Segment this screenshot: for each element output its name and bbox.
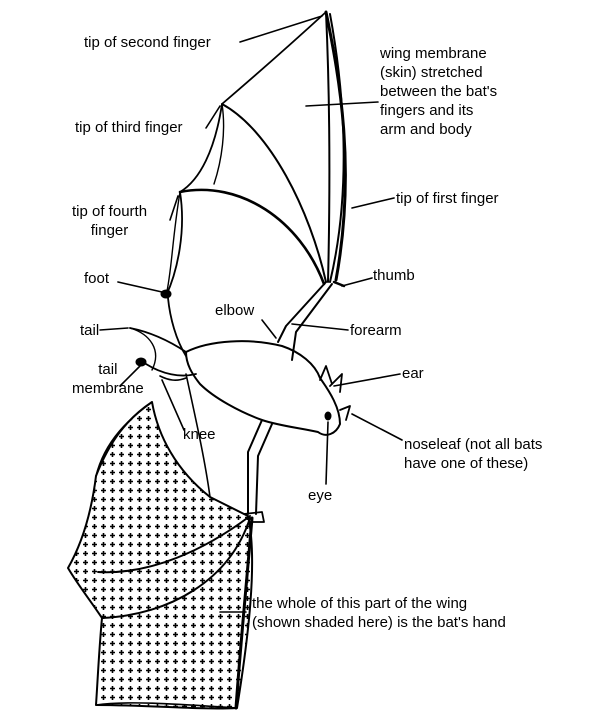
leader-thumb xyxy=(341,277,373,287)
leader-forearm xyxy=(291,323,349,331)
label-elbow: elbow xyxy=(215,302,255,319)
first-finger xyxy=(329,13,345,283)
label-tail-membrane: tail membrane xyxy=(72,360,144,398)
bat-body xyxy=(185,340,341,436)
label-hand-note-line2: (shown shaded here) is the bat's hand xyxy=(252,614,506,631)
label-tip-first-finger: tip of first finger xyxy=(396,190,499,207)
label-wing-membrane: wing membrane (skin) stretched between t… xyxy=(380,44,497,139)
label-noseleaf-line2: have one of these) xyxy=(404,455,529,472)
label-wing-membrane-line1: wing membrane xyxy=(380,45,487,62)
bat-ear-2 xyxy=(329,373,343,393)
second-finger xyxy=(325,11,331,283)
label-tail: tail xyxy=(80,322,100,339)
label-tip-second-finger: tip of second finger xyxy=(84,34,211,51)
label-forearm: forearm xyxy=(350,322,402,339)
forearm-bone xyxy=(277,281,327,343)
lower-wing-finger-a xyxy=(97,515,251,574)
leader-knee xyxy=(161,379,185,431)
label-foot: foot xyxy=(84,270,110,287)
label-wing-membrane-line4: fingers and its xyxy=(380,102,474,119)
leader-tail-membrane xyxy=(119,365,141,387)
lower-arm-bone-b xyxy=(255,423,273,515)
leader-elbow xyxy=(261,319,277,339)
label-wing-membrane-line2: (skin) stretched xyxy=(380,64,483,81)
label-noseleaf: noseleaf (not all bats have one of these… xyxy=(404,435,542,473)
lower-wing-edge xyxy=(95,702,238,709)
label-wing-membrane-line3: between the bat's xyxy=(380,83,498,100)
label-knee: knee xyxy=(183,426,216,443)
upper-wing-trailing-edge xyxy=(165,11,327,297)
label-hand-note: the whole of this part of the wing (show… xyxy=(252,594,506,632)
bat-eye xyxy=(324,411,332,421)
label-tail-membrane-line1: tail xyxy=(98,361,118,378)
fourth-finger xyxy=(178,188,326,286)
label-noseleaf-line1: noseleaf (not all bats xyxy=(404,436,543,453)
bat-tail-foot xyxy=(135,357,147,367)
lower-wing-finger-c xyxy=(234,516,254,710)
lower-arm-bone xyxy=(247,419,263,515)
bat-leg-lower xyxy=(145,363,197,377)
label-thumb: thumb xyxy=(373,267,415,284)
bat-foot xyxy=(160,289,172,299)
tail-membrane-edge xyxy=(129,327,157,371)
leader-ear xyxy=(333,373,401,387)
label-hand-note-line1: the whole of this part of the wing xyxy=(252,595,468,612)
third-finger xyxy=(221,103,327,283)
leader-tip-third-finger xyxy=(205,105,221,129)
leader-eye xyxy=(325,421,329,485)
bat-leg-upper xyxy=(167,297,187,357)
leader-tip-first-finger xyxy=(351,197,395,209)
leader-tail xyxy=(99,327,129,331)
lower-wing-finger-b xyxy=(101,517,251,619)
bat-noseleaf xyxy=(339,405,351,421)
bat-ear-1 xyxy=(319,365,333,385)
label-ear: ear xyxy=(402,365,424,382)
forearm-bone-lower xyxy=(291,283,333,361)
leader-tip-fourth-finger xyxy=(169,195,179,221)
membrane-scallop-b xyxy=(165,191,181,297)
knee-joint xyxy=(159,375,187,381)
membrane-scallop-a xyxy=(213,103,225,185)
hand-shaded-region xyxy=(67,401,254,710)
label-tip-fourth-finger: tip of fourth finger xyxy=(72,202,147,240)
leader-tip-second-finger xyxy=(239,15,323,43)
leader-foot xyxy=(117,281,163,293)
lower-wing-thumb xyxy=(243,511,265,523)
label-tip-third-finger: tip of third finger xyxy=(75,119,183,136)
leader-wing-membrane xyxy=(305,101,379,107)
label-eye: eye xyxy=(308,487,333,504)
label-wing-membrane-line5: arm and body xyxy=(380,121,472,138)
lower-wing-membrane xyxy=(95,373,211,498)
label-tip-fourth-finger-line1: tip of fourth xyxy=(72,203,148,220)
label-tail-membrane-line2: membrane xyxy=(72,380,144,397)
leader-noseleaf xyxy=(351,413,403,441)
label-tip-fourth-finger-line2: finger xyxy=(90,222,129,239)
